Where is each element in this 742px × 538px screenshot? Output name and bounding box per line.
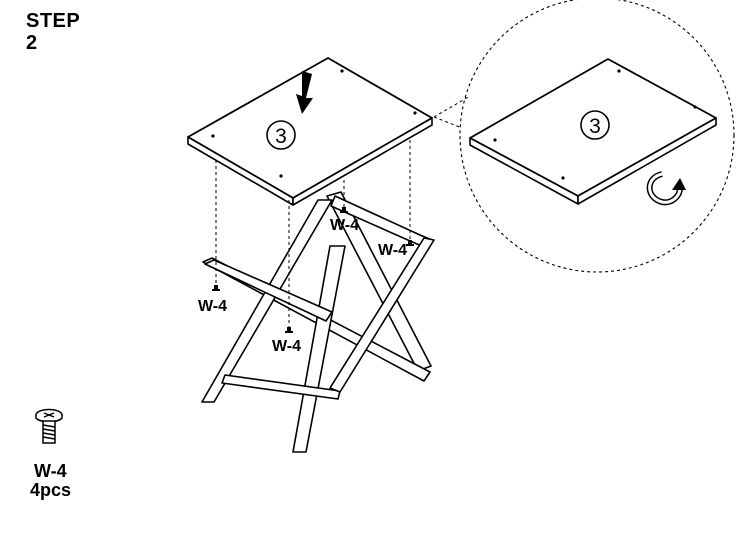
alignment-guides [215,140,411,327]
screw-marker [340,207,348,213]
callout-label: W-4 [198,298,227,315]
detail-callout: 3 [433,0,735,273]
screw-callouts [212,207,414,333]
arrow-down-icon [296,71,313,114]
detail-part-number-badge [580,110,610,140]
callout-label: W-4 [378,242,407,259]
frame-right-upright [329,237,435,393]
frame-upper-rail [204,259,333,322]
callout-label: W-4 [330,217,359,234]
detail-part-number-label: 3 [589,115,601,138]
frame-leg-front-right [292,245,346,453]
part-number-badge [266,120,296,150]
detail-circle [459,0,735,273]
folding-frame [201,191,435,453]
callout-label: W-4 [272,338,301,355]
step-title: STEP [26,10,81,32]
parts-legend-code: W-4 [34,461,67,481]
parts-legend-quantity: 4pcs [30,480,72,500]
screw-icon [35,408,63,444]
frame-leg-front-left [201,199,333,403]
part-number-label: 3 [275,125,287,148]
detail-leader [433,95,471,129]
top-panel: 3 [187,57,433,206]
screw-marker [406,240,414,246]
step-heading: STEP 2 [26,10,80,54]
panel-edge-right [292,117,433,206]
frame-bottom-rung [221,374,341,400]
screw-marker [285,327,293,333]
screw-marker [212,285,220,291]
rotate-arrow-icon [646,171,686,206]
step-number: 2 [26,32,38,54]
parts-legend: W-4 4pcs [30,462,71,500]
